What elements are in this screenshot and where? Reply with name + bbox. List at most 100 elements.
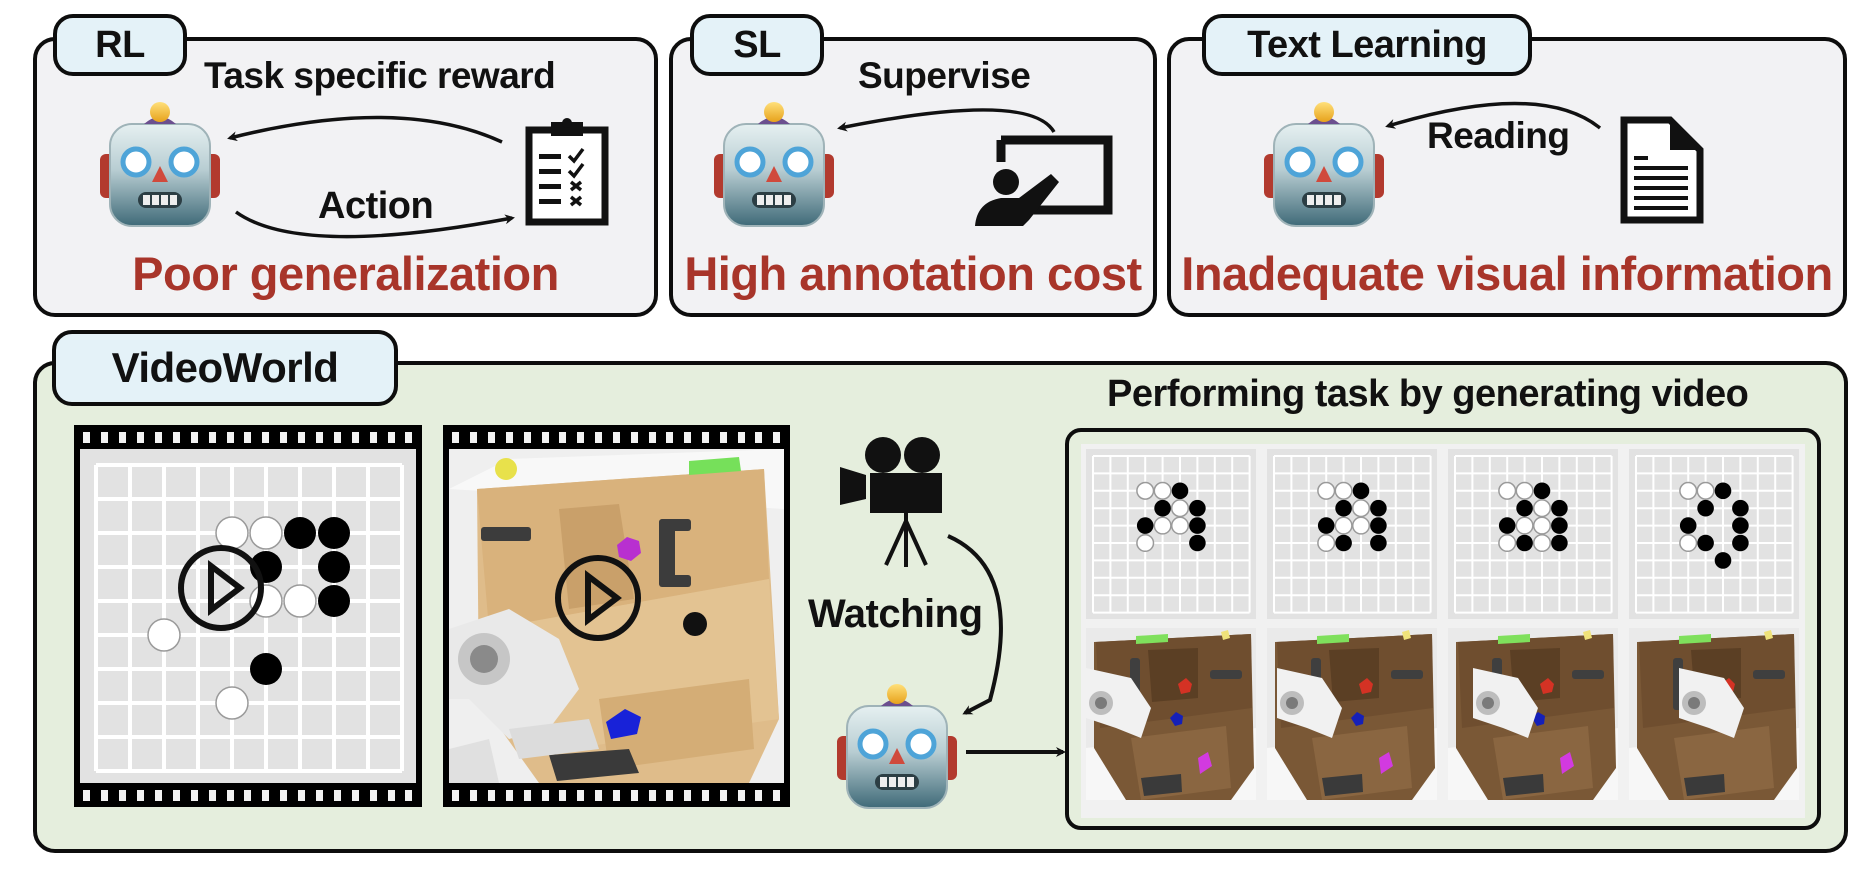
sprocket-hole <box>155 789 162 801</box>
videoworld-tag: VideoWorld <box>52 330 398 406</box>
generated-go-frame <box>1267 449 1437 619</box>
go-grid <box>1635 455 1794 614</box>
sprocket-hole <box>262 431 270 443</box>
black-stone <box>1335 534 1352 552</box>
sprocket-hole <box>351 431 359 443</box>
white-stone <box>1351 516 1371 535</box>
sprocket-hole <box>470 431 478 443</box>
sprocket-hole <box>208 789 216 801</box>
sprocket-hole <box>541 789 549 801</box>
sprocket-hole <box>226 789 234 801</box>
white-stone <box>1679 533 1698 553</box>
black-stone <box>1732 499 1749 517</box>
go-game-video[interactable] <box>74 425 422 807</box>
black-stone <box>250 653 282 685</box>
generated-go-frame <box>1629 449 1799 619</box>
sprocket-hole <box>137 789 145 801</box>
generated-robot-frame <box>1267 628 1437 800</box>
black-stone <box>1171 482 1189 500</box>
black-stone <box>318 585 350 617</box>
sprocket-hole <box>541 431 549 443</box>
generated-robot-frame <box>1086 628 1256 800</box>
film-sprocket-strip <box>74 425 422 449</box>
generated-go-frame <box>1448 449 1618 619</box>
sprocket-hole <box>666 789 674 801</box>
black-stone <box>318 551 350 583</box>
black-stone <box>1732 517 1749 534</box>
sl-tag: SL <box>690 14 824 76</box>
clipboard-checklist-icon <box>525 118 609 226</box>
sprocket-hole <box>666 431 674 443</box>
sprocket-hole <box>316 789 324 801</box>
white-stone <box>1334 481 1353 500</box>
sprocket-hole <box>387 789 395 801</box>
sprocket-hole <box>523 789 531 801</box>
film-sprocket-strip <box>443 783 790 807</box>
play-button-icon[interactable] <box>553 553 643 643</box>
generated-frames-grid <box>1081 444 1805 818</box>
sprocket-hole <box>488 431 496 443</box>
white-stone <box>283 584 317 618</box>
sprocket-hole <box>612 789 620 801</box>
black-stone <box>1551 499 1568 517</box>
white-stone <box>1334 516 1353 535</box>
white-stone <box>1515 516 1534 535</box>
sprocket-hole <box>226 431 234 443</box>
white-stone <box>1498 533 1517 553</box>
rl-reward-label: Task specific reward <box>204 55 556 96</box>
desk-scene-illustration <box>1629 628 1799 800</box>
output-title: Performing task by generating video <box>1107 373 1749 415</box>
play-button-icon[interactable] <box>176 543 266 633</box>
white-stone <box>1153 481 1172 500</box>
sprocket-hole <box>452 431 460 443</box>
sprocket-hole <box>684 431 692 443</box>
sprocket-hole <box>648 789 656 801</box>
generated-robot-frame <box>1629 628 1799 800</box>
white-stone <box>1696 481 1715 500</box>
sprocket-hole <box>755 431 763 443</box>
sprocket-hole <box>577 431 585 443</box>
white-stone <box>1317 533 1336 553</box>
sprocket-hole <box>298 789 306 801</box>
white-stone <box>249 516 283 550</box>
black-stone <box>1335 499 1352 517</box>
sprocket-hole <box>684 789 692 801</box>
film-sprocket-strip <box>74 783 422 807</box>
black-stone <box>1732 534 1749 552</box>
sprocket-hole <box>333 789 341 801</box>
sprocket-hole <box>190 789 198 801</box>
sprocket-hole <box>773 789 781 801</box>
black-stone <box>1697 499 1714 517</box>
sprocket-hole <box>369 789 377 801</box>
sprocket-hole <box>648 431 656 443</box>
sprocket-hole <box>737 431 745 443</box>
black-stone <box>318 517 350 549</box>
desk-scene-illustration <box>1086 628 1256 800</box>
black-stone <box>1136 517 1154 534</box>
sprocket-hole <box>737 789 745 801</box>
sprocket-hole <box>280 431 288 443</box>
desk-scene-illustration <box>1448 628 1618 800</box>
sprocket-hole <box>119 431 127 443</box>
black-stone <box>1352 482 1370 500</box>
sprocket-hole <box>101 431 109 443</box>
go-grid <box>94 463 404 773</box>
desk-scene-illustration <box>1267 628 1437 800</box>
robot-manipulation-video[interactable] <box>443 425 790 807</box>
black-stone <box>1551 534 1568 552</box>
go-board <box>1448 449 1618 619</box>
sprocket-hole <box>405 789 413 801</box>
sprocket-hole <box>244 789 252 801</box>
white-stone <box>1170 516 1190 535</box>
black-stone <box>1317 517 1335 534</box>
sprocket-hole <box>262 789 270 801</box>
sprocket-hole <box>280 789 288 801</box>
sl-limitation: High annotation cost <box>684 247 1142 300</box>
generated-go-frame <box>1086 449 1256 619</box>
text-limitation: Inadequate visual information <box>1181 247 1833 300</box>
sprocket-hole <box>369 431 377 443</box>
rl-tag: RL <box>53 14 187 76</box>
black-stone <box>1370 517 1387 534</box>
